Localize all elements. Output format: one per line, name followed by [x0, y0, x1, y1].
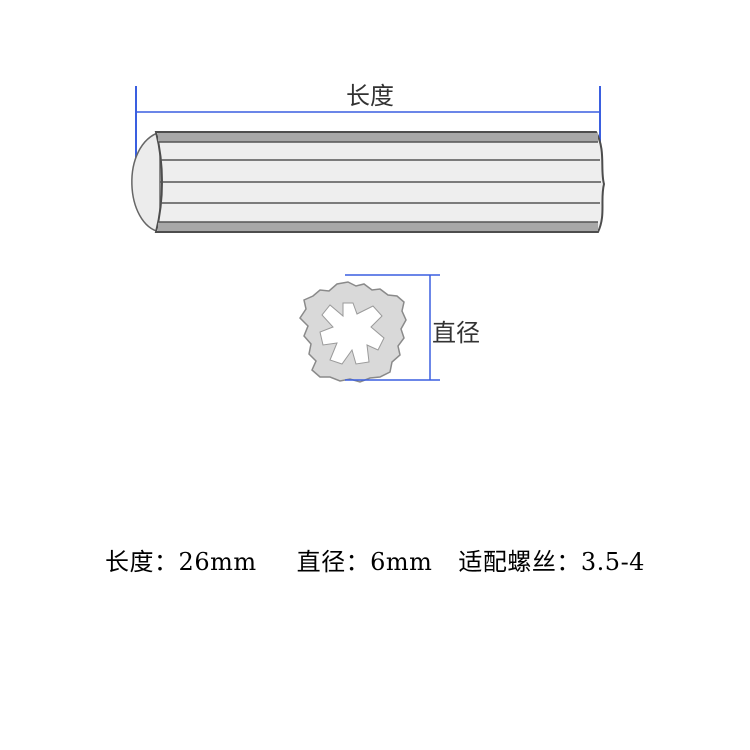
dowel-cross-section: [299, 281, 407, 383]
dowel-dimension-diagram: 长度 直径: [131, 82, 606, 383]
diameter-dimension: 直径: [345, 274, 480, 381]
screw-fit-spec: 适配螺丝：3.5-4: [458, 548, 645, 576]
specification-line: 长度：26mm 直径：6mm 适配螺丝：3.5-4: [0, 542, 750, 577]
length-label: 长度: [346, 82, 394, 110]
length-spec: 长度：26mm: [105, 548, 257, 576]
diameter-spec: 直径：6mm: [296, 548, 433, 576]
diameter-label: 直径: [432, 319, 480, 347]
dowel-side-view: [131, 130, 606, 233]
length-dimension: 长度: [135, 82, 601, 205]
